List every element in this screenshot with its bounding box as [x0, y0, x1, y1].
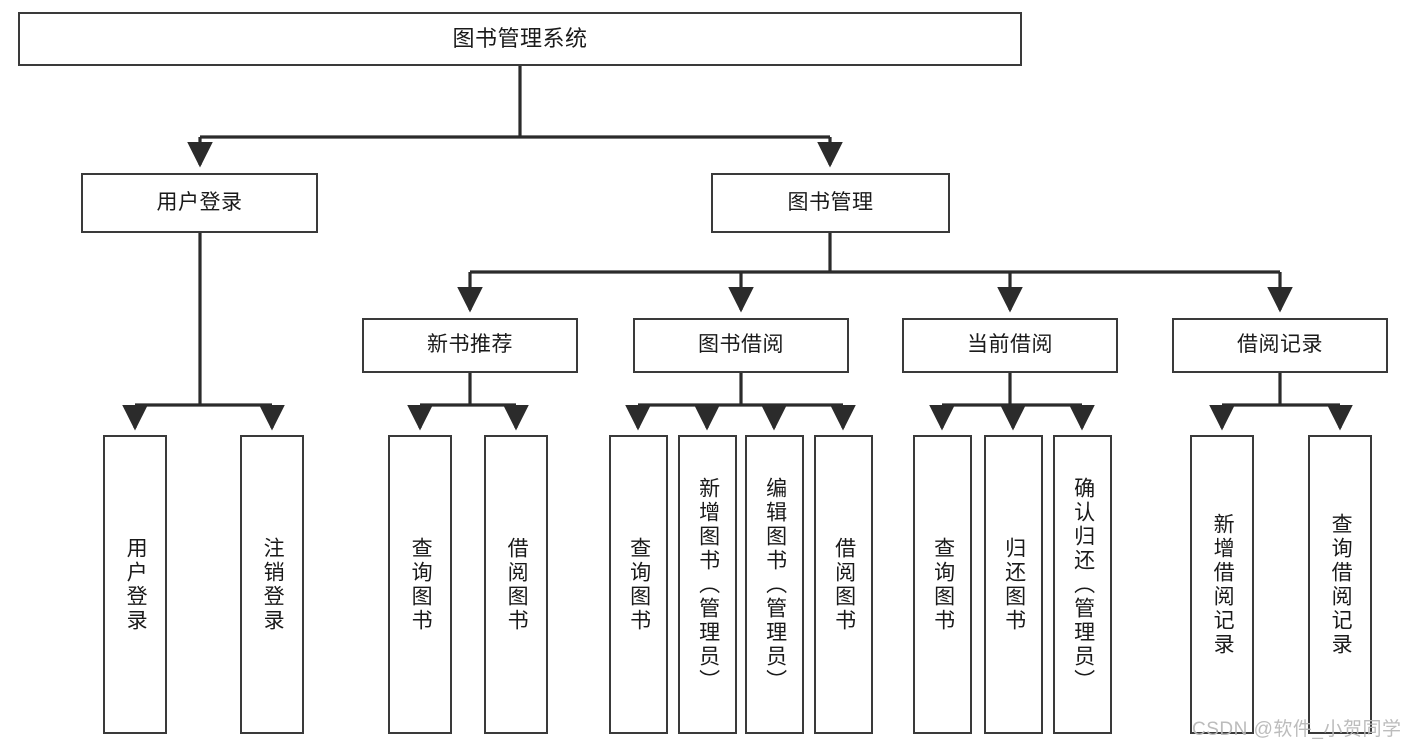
leaf-query-borrow-record[interactable]: 查询借阅记录	[1308, 435, 1372, 734]
connector-borrowrecord-to-leaves	[1209, 373, 1353, 431]
leaf-borrow-book[interactable]: 借阅图书	[814, 435, 873, 734]
leaf-borrow-book-recommend[interactable]: 借阅图书	[484, 435, 548, 734]
watermark-credit: CSDN @软件_小贺同学	[1192, 719, 1402, 740]
leaf-add-book-admin[interactable]: 新增图书（管理员）	[678, 435, 737, 734]
connector-currentborrow-to-leaves	[929, 373, 1095, 431]
leaf-edit-book-admin[interactable]: 编辑图书（管理员）	[745, 435, 804, 734]
leaf-add-borrow-record[interactable]: 新增借阅记录	[1190, 435, 1254, 734]
node-current-borrow[interactable]: 当前借阅	[902, 318, 1118, 373]
connector-bookmanage-to-level3	[457, 233, 1293, 313]
connector-bookborrow-to-leaves	[625, 373, 856, 431]
node-new-book-recommend[interactable]: 新书推荐	[362, 318, 578, 373]
node-user-login[interactable]: 用户登录	[81, 173, 318, 233]
leaf-return-book[interactable]: 归还图书	[984, 435, 1043, 734]
leaf-confirm-return-admin[interactable]: 确认归还（管理员）	[1053, 435, 1112, 734]
leaf-logout-login[interactable]: 注销登录	[240, 435, 304, 734]
connector-recommend-to-leaves	[407, 373, 529, 431]
leaf-user-login[interactable]: 用户登录	[103, 435, 167, 734]
leaf-query-book-recommend[interactable]: 查询图书	[388, 435, 452, 734]
node-book-borrow[interactable]: 图书借阅	[633, 318, 849, 373]
node-book-manage[interactable]: 图书管理	[711, 173, 950, 233]
connector-root-to-level2	[187, 66, 843, 168]
connector-userlogin-to-leaves	[122, 233, 285, 431]
node-root-system[interactable]: 图书管理系统	[18, 12, 1022, 66]
leaf-query-book-borrow[interactable]: 查询图书	[609, 435, 668, 734]
node-borrow-record[interactable]: 借阅记录	[1172, 318, 1388, 373]
leaf-query-book-current[interactable]: 查询图书	[913, 435, 972, 734]
